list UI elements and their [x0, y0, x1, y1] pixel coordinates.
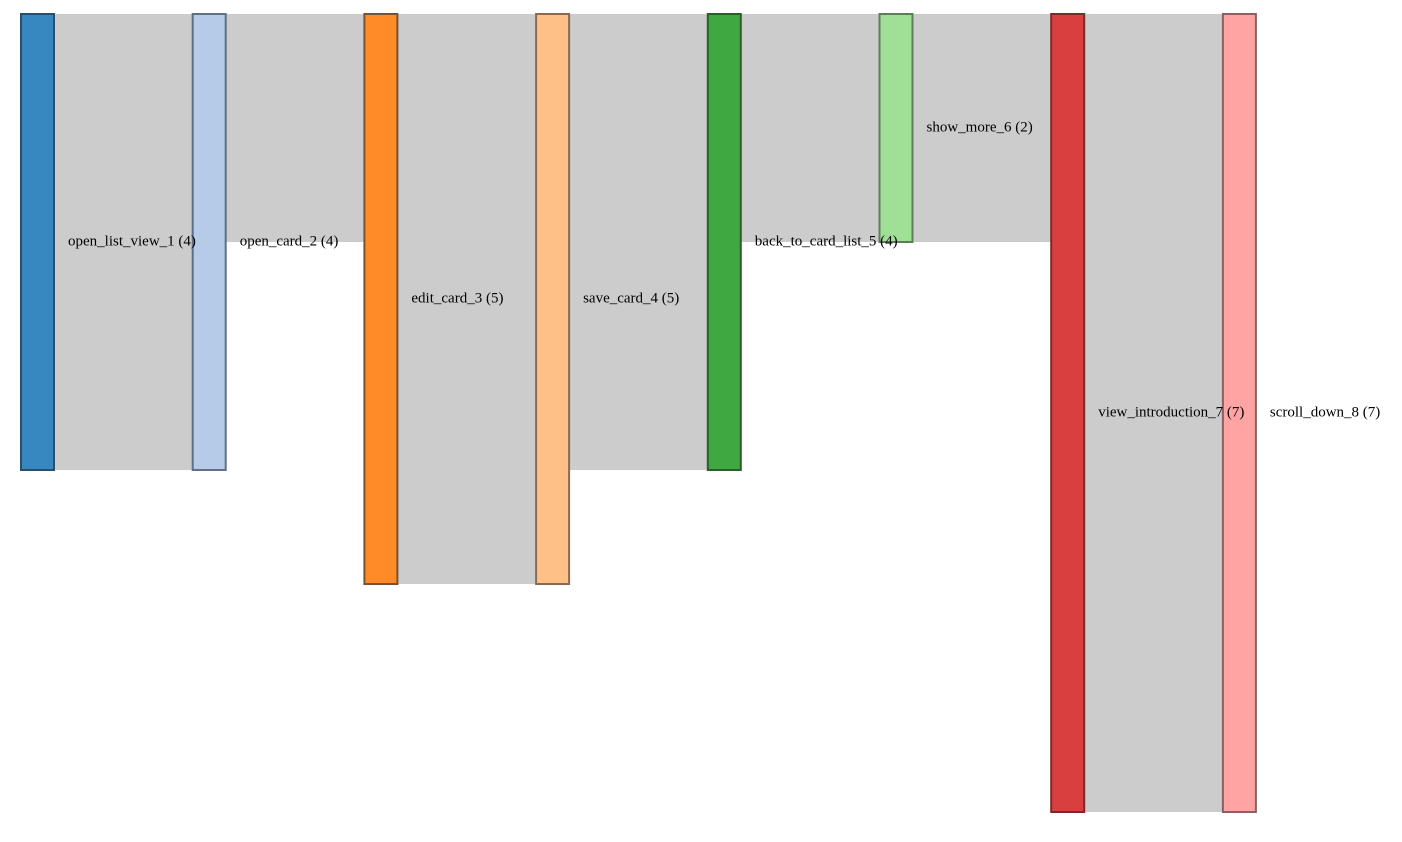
sankey-node-label-n1: open_list_view_1 (4): [68, 233, 196, 249]
sankey-node-n7[interactable]: [1050, 13, 1086, 813]
sankey-node-label-n3: edit_card_3 (5): [411, 290, 503, 306]
sankey-node-n5[interactable]: [706, 13, 742, 471]
sankey-link-n5-n6: [740, 14, 880, 242]
sankey-node-n3[interactable]: [363, 13, 399, 585]
sankey-link-n4-n5: [569, 14, 708, 470]
sankey-link-n1-n2: [54, 14, 193, 470]
sankey-node-label-n7: view_introduction_7 (7): [1098, 404, 1244, 420]
sankey-link-n7-n8: [1084, 14, 1223, 812]
sankey-nodes: [20, 13, 1257, 813]
sankey-node-n4[interactable]: [535, 13, 571, 585]
sankey-links: [54, 14, 1223, 812]
sankey-node-n2[interactable]: [191, 13, 227, 471]
sankey-node-label-n6: show_more_6 (2): [927, 119, 1033, 135]
sankey-node-label-n8: scroll_down_8 (7): [1270, 404, 1380, 420]
sankey-link-n2-n3: [225, 14, 365, 242]
sankey-node-n1[interactable]: [20, 13, 55, 471]
sankey-node-n8[interactable]: [1221, 13, 1257, 813]
sankey-node-n6[interactable]: [878, 13, 914, 243]
sankey-node-label-n5: back_to_card_list_5 (4): [755, 233, 898, 249]
sankey-labels: open_list_view_1 (4) open_card_2 (4) edit_…: [68, 119, 1380, 420]
sankey-node-label-n4: save_card_4 (5): [583, 290, 679, 306]
sankey-link-n3-n4: [397, 14, 537, 584]
sankey-link-n6-n7: [912, 14, 1052, 242]
sankey-node-label-n2: open_card_2 (4): [240, 233, 339, 249]
